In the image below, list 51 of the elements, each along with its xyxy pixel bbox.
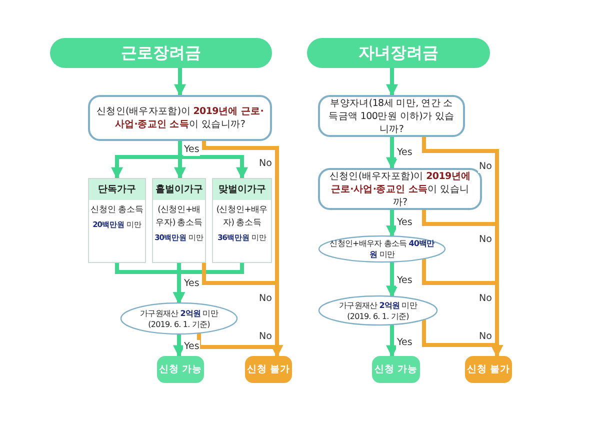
arrow [197, 333, 283, 358]
question-text: 신청인(배우자포함)이 2019년에 근로·사업·종교인 소득이 있습니까? [328, 170, 472, 208]
condition-ellipse [318, 235, 446, 263]
title-label: 근로장려금 [121, 42, 201, 64]
arrow [173, 334, 185, 358]
title-label: 자녀장려금 [358, 42, 438, 64]
question-text: 부양자녀(18세 미만, 연간 소득금액 100만원 이하)가 있습니까? [328, 96, 456, 136]
title-banner [307, 38, 490, 68]
household-box [212, 178, 272, 263]
result-box [157, 356, 204, 383]
household-type-label: 단독가구 [89, 179, 145, 200]
question-box [88, 95, 272, 141]
arrow [386, 324, 398, 358]
result-label: 신청 불가 [466, 363, 510, 376]
title-banner [50, 38, 272, 68]
income-label: 신청인 총소득 [90, 204, 144, 217]
edge-label: Yes [396, 146, 414, 159]
condition-text: 신청인+배우자 총소득 40백만원 미만 [328, 238, 436, 260]
result-label: 신청 불가 [246, 363, 290, 376]
question-box [318, 168, 482, 210]
question-text: 신청인(배우자포함)이 2019년에 근로·사업·종교인 소득이 있습니까? [96, 105, 264, 131]
income-label: (신청인+배우자) 총소득 [215, 204, 269, 230]
result-label: 신청 가능 [158, 363, 202, 376]
result-box [465, 356, 512, 383]
arrow [173, 263, 244, 304]
income-label: (신청인+배우자) 총소득 [154, 204, 204, 230]
arrow [174, 68, 186, 96]
condition-text: (2019. 6. 1. 기준) [347, 310, 409, 322]
edge-label: Yes [396, 216, 414, 229]
question-box [318, 95, 465, 137]
household-box [88, 178, 146, 263]
edge-label: Yes [396, 274, 414, 287]
arrow [386, 137, 398, 170]
condition-text: (2019. 6. 1. 기준) [148, 318, 210, 330]
edge-label: Yes [183, 143, 200, 156]
household-type-label: 홑벌이가구 [153, 179, 205, 200]
household-box [152, 178, 206, 263]
condition-text: 가구원재산 2억원 미만 [140, 308, 218, 318]
arrow [386, 68, 398, 96]
arrow [386, 210, 398, 238]
household-type-label: 맞벌이가구 [213, 179, 271, 200]
arrow [422, 320, 503, 358]
result-box [245, 356, 292, 383]
result-box [372, 356, 420, 383]
condition-ellipse [318, 295, 438, 326]
edge-label: Yes [396, 336, 414, 349]
arrow [386, 262, 398, 298]
edge-label: No [478, 160, 493, 173]
result-label: 신청 가능 [374, 363, 418, 376]
condition-ellipse [120, 302, 238, 335]
condition-text: 가구원재산 2억원 미만 [339, 300, 417, 310]
